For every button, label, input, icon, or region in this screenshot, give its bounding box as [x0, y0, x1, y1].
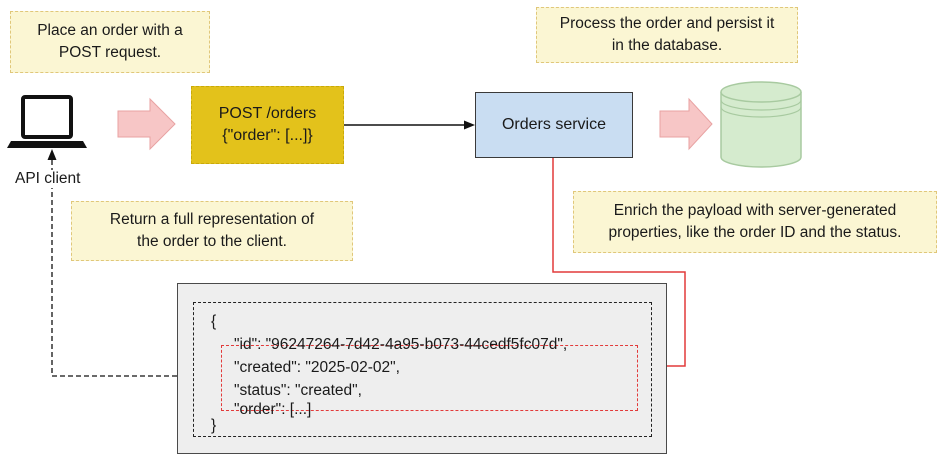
- database-icon: [720, 81, 802, 168]
- request-body: {"order": [...]}: [222, 127, 313, 144]
- laptop-icon: [7, 95, 87, 148]
- note-place-order: Place an order with a POST request.: [10, 11, 210, 73]
- note-line: POST request.: [58, 44, 162, 61]
- server-generated-fields-highlight: [221, 345, 638, 411]
- note-return-representation: Return a full representation of the orde…: [71, 201, 353, 261]
- note-line: the order to the client.: [137, 233, 287, 250]
- json-order-field: "order": [...]: [234, 401, 312, 418]
- note-process-order: Process the order and persist it in the …: [536, 7, 798, 63]
- connector-service-to-fields: [552, 158, 686, 367]
- payload-json: { "id": "96247264-7d42-4a95-b073-44cedf5…: [193, 302, 652, 437]
- connector-payload-to-client: [51, 157, 177, 377]
- note-line: properties, like the order ID and the st…: [608, 224, 902, 241]
- note-line: Place an order with a: [37, 22, 183, 39]
- json-status-field: "status": "created",: [234, 382, 362, 399]
- note-line: Process the order and persist it: [559, 15, 775, 32]
- json-close-brace: }: [211, 417, 217, 434]
- note-enrich-payload: Enrich the payload with server-generated…: [573, 191, 937, 253]
- request-method-path: POST /orders: [218, 105, 317, 122]
- note-line: Enrich the payload with server-generated: [613, 202, 897, 219]
- json-id-field: "id": "96247264-7d42-4a95-b073-44cedf5fc…: [234, 336, 568, 353]
- response-payload: { "id": "96247264-7d42-4a95-b073-44cedf5…: [177, 283, 667, 454]
- note-line: Return a full representation of: [109, 211, 315, 228]
- post-orders-request: POST /orders {"order": [...]}: [191, 86, 344, 164]
- arrowhead-icon: [47, 149, 57, 160]
- json-created-field: "created": "2025-02-02",: [234, 359, 400, 376]
- arrow-service-to-database: [659, 97, 713, 151]
- api-client-label: API client: [14, 170, 82, 188]
- arrow-client-to-request: [117, 97, 176, 151]
- json-open-brace: {: [211, 313, 217, 330]
- orders-service-label: Orders service: [501, 116, 607, 133]
- note-line: in the database.: [611, 37, 723, 54]
- orders-service: Orders service: [475, 92, 633, 158]
- arrowhead-icon: [464, 120, 475, 130]
